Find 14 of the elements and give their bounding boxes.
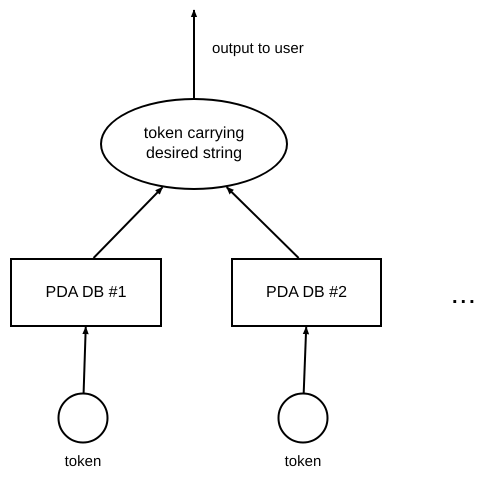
arrow <box>92 186 164 259</box>
token-ellipse <box>100 98 288 190</box>
node-caption: token <box>64 454 102 469</box>
node-label: PDA DB #1 <box>46 282 126 302</box>
arrow <box>302 326 310 394</box>
arrow <box>190 9 198 98</box>
process-box <box>10 258 162 327</box>
node-label: PDA DB #2 <box>266 282 347 302</box>
node-caption: token <box>284 454 322 469</box>
process-box <box>231 258 382 327</box>
arrow <box>226 186 300 259</box>
ellipsis-label: ... <box>452 285 478 310</box>
arrow <box>82 326 89 394</box>
node-label: token carrying desired string <box>142 124 246 164</box>
